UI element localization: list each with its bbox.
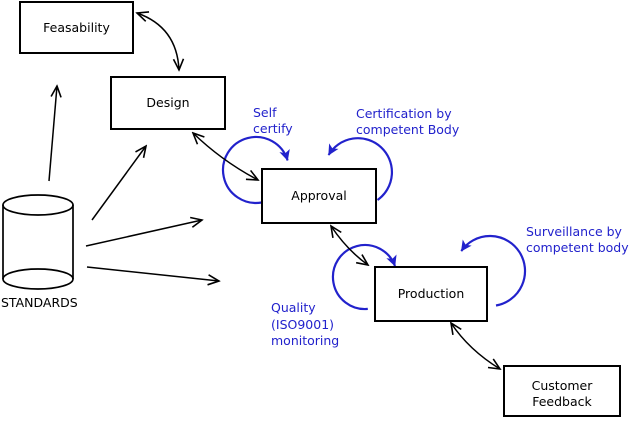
blue-annotations: Self certify Certification by competent … [253, 105, 629, 348]
customer-feedback-box [503, 365, 621, 417]
certification-loop-arrow [327, 137, 394, 201]
production-customer-feedback-arrow [451, 323, 500, 369]
design-label: Design [146, 95, 189, 110]
standards-approval-arrow [85, 220, 202, 247]
certification-note-line2: competent Body [356, 122, 460, 137]
production-box [374, 266, 488, 322]
process-boxes: Feasability Design Approval Production C… [19, 1, 621, 417]
surveillance-loop-arrow [460, 234, 527, 307]
standards-production-arrow [86, 266, 219, 281]
cylinder-bottom-ellipse [2, 268, 74, 290]
flow-arrows [48, 13, 500, 369]
design-approval-arrow [193, 133, 258, 180]
feasability-design-arrow [137, 13, 179, 70]
customer-feedback-label-line2: Feedback [532, 394, 592, 409]
certification-note-line1: Certification by [356, 106, 452, 121]
approval-box [261, 168, 377, 224]
standards-cylinder-icon: STANDARDS [1, 194, 78, 310]
standards-feasability-arrow [48, 86, 57, 182]
standards-label: STANDARDS [1, 295, 78, 310]
self-certify-note-line1: Self [253, 105, 277, 120]
self-certify-note-line2: certify [253, 121, 293, 136]
quality-note-line2: (ISO9001) [271, 317, 334, 332]
feasability-label: Feasability [43, 20, 110, 35]
approval-production-arrow [331, 226, 368, 265]
quality-note-line3: monitoring [271, 333, 339, 348]
approval-label: Approval [291, 188, 346, 203]
feasability-box [19, 1, 134, 54]
surveillance-note-line2: competent body [526, 240, 629, 255]
standards-design-arrow [91, 146, 146, 221]
design-box [110, 76, 226, 130]
customer-feedback-label-line1: Customer [532, 378, 594, 393]
cylinder-top-ellipse [2, 194, 74, 216]
quality-note-line1: Quality [271, 300, 316, 315]
surveillance-note-line1: Surveillance by [526, 224, 623, 239]
production-label: Production [398, 286, 465, 301]
